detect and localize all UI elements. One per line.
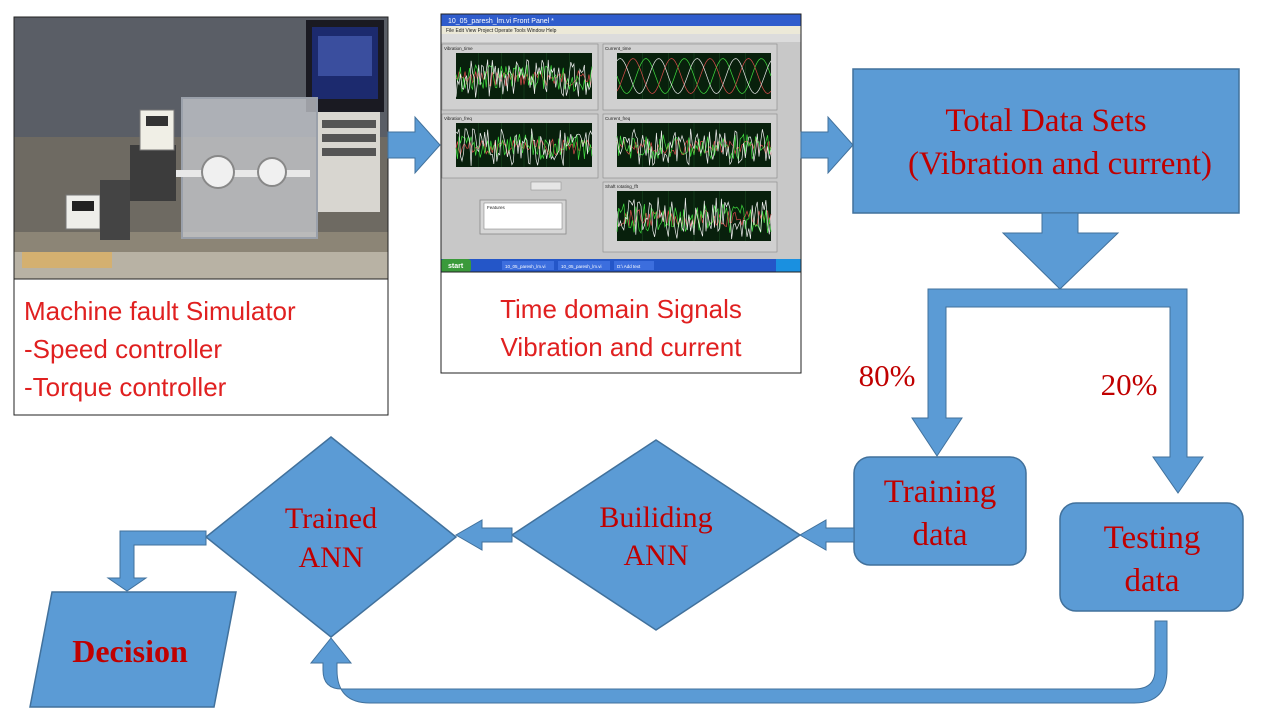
taskbar-item-3: D:\ Add text [617,264,641,269]
scope-title-3: Vibration_freq [444,116,472,121]
scope-trace [616,203,772,234]
scope-trace [616,197,772,240]
testing-data-box [1059,502,1244,612]
simulator-caption: Machine fault Simulator -Speed controlle… [24,292,296,406]
total-data-line-2: (Vibration and current) [908,146,1212,182]
scope-trace [455,128,593,166]
signals-frame [440,13,802,374]
scope-trace [616,209,772,228]
building-ann-diamond [510,439,802,631]
arrow-total-down [1001,212,1120,290]
scope-panels: Vibration_time Current_timeVibration_freq… [441,43,778,253]
arrow-signals-to-total [800,115,854,175]
simulator-frame [13,16,389,416]
simulator-caption-line-3: -Torque controller [24,372,227,402]
trained-ann-diamond [204,436,458,638]
train-percentage: 80% [859,358,916,393]
testing-label-line-1: Testing [1104,520,1201,556]
scope-trace [616,58,772,94]
signals-screenshot: 10_05_paresh_lm.vi Front Panel * File Ed… [441,14,801,272]
window-title: 10_05_paresh_lm.vi Front Panel * [448,18,554,25]
total-data-line-1: Total Data Sets [945,103,1146,139]
simulator-caption-box [13,278,389,416]
taskbar-item-1: 10_05_paresh_lm.vi [505,264,546,269]
testing-label-line-2: data [1125,563,1180,599]
scope-trace [455,59,593,98]
feedback-arrow-testing-to-trained [309,620,1168,704]
building-label-line-1: Builiding [599,501,712,534]
scope-title-5: Shaft rotating_fft [605,184,639,189]
scope-title-1: Vibration_time [444,46,473,51]
signals-caption-line-2: Vibration and current [500,332,742,362]
arrow-building-to-trained [454,519,513,551]
signals-caption: Time domain Signals Vibration and curren… [441,290,801,366]
signals-caption-line-1: Time domain Signals [500,294,742,324]
trained-label-line-1: Trained [285,502,377,535]
building-label-line-2: ANN [624,539,689,572]
scope-title-4: Current_freq [605,116,631,121]
start-button: start [448,263,464,270]
arrow-training-to-building [798,519,855,551]
table-header: Features [487,205,506,210]
scope-trace [455,70,593,87]
trained-label-line-2: ANN [299,541,364,574]
menu-bar: File Edit View Project Operate Tools Win… [446,28,557,34]
training-data-box [853,456,1027,566]
scope-trace [616,58,772,94]
test-percentage: 20% [1101,367,1158,402]
simulator-photo [14,17,388,279]
arrow-trained-to-decision [106,530,207,592]
decision-box [29,591,237,708]
simulator-caption-line-2: -Speed controller [24,334,222,364]
scope-trace [616,128,772,167]
scope-trace [616,58,772,94]
training-label-line-1: Training [884,474,996,510]
decision-label: Decision [72,633,188,669]
scope-title-2: Current_time [605,46,632,51]
signals-caption-box [440,271,802,374]
taskbar-item-2: 10_05_paresh_lm.vi [561,264,602,269]
split-arrows [911,288,1204,494]
training-label-line-2: data [913,517,968,553]
arrow-simulator-to-signals [387,115,441,175]
simulator-caption-line-1: Machine fault Simulator [24,296,296,326]
total-data-box [852,68,1240,214]
